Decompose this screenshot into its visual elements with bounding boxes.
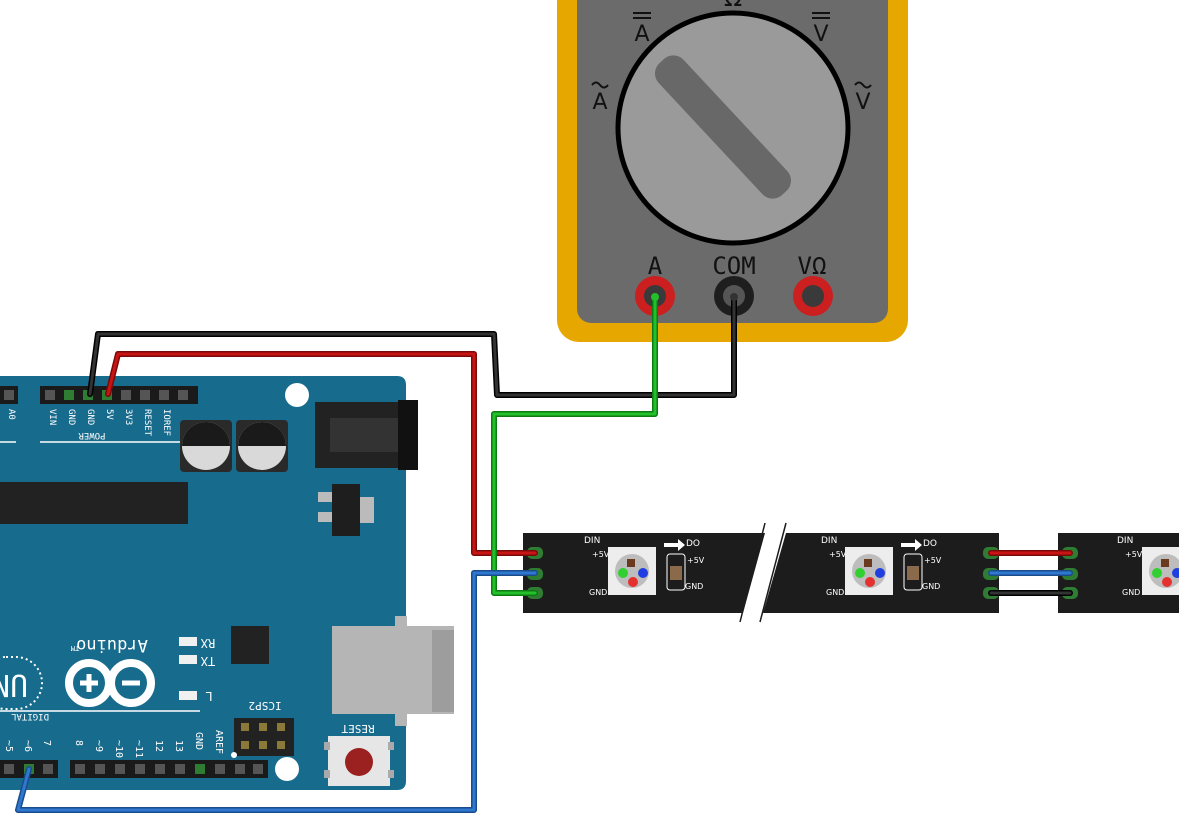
svg-text:DIN: DIN <box>1117 536 1133 546</box>
svg-text:GND: GND <box>685 582 703 591</box>
svg-text:GND: GND <box>922 582 940 591</box>
dial-pointer <box>654 55 792 199</box>
wires <box>15 293 1073 813</box>
svg-text:VIN: VIN <box>47 409 57 425</box>
resistor <box>666 553 686 591</box>
rgb-led <box>608 547 656 595</box>
svg-text:7: 7 <box>41 740 52 746</box>
svg-text:DIN: DIN <box>584 536 600 546</box>
svg-text:+5V: +5V <box>829 550 847 559</box>
svg-text:AREF: AREF <box>213 730 224 754</box>
port-label-com: COM <box>712 252 755 280</box>
svg-text:A: A <box>592 90 607 115</box>
svg-text:DO: DO <box>923 539 937 549</box>
dial-label-ohm: Ω <box>724 0 742 12</box>
dial-label-ac-volts: V <box>854 81 872 115</box>
svg-text:+5V: +5V <box>924 556 942 565</box>
arrow-right-icon <box>664 539 685 551</box>
mounting-hole <box>275 757 299 781</box>
wire-green-amps[interactable] <box>491 294 658 596</box>
svg-text:~6: ~6 <box>22 740 33 752</box>
svg-text:GND: GND <box>193 732 204 750</box>
svg-text:V: V <box>813 22 828 47</box>
svg-text:RESET: RESET <box>142 409 152 437</box>
svg-text:~11: ~11 <box>133 740 144 758</box>
svg-text:GND: GND <box>1122 588 1140 597</box>
multimeter: Ω A V A V A COM VΩ <box>557 0 908 342</box>
mounting-hole <box>285 383 309 407</box>
led-strip-segment: DIN +5V GND DO +5V GND <box>523 522 766 623</box>
icsp-header: ICSP2 <box>234 699 294 756</box>
svg-text:5V: 5V <box>104 409 114 420</box>
svg-text:~9: ~9 <box>93 740 104 752</box>
usb-port[interactable] <box>332 616 454 726</box>
dc-power-jack <box>315 400 418 470</box>
svg-text:V: V <box>855 90 870 115</box>
wire-junctions <box>651 293 738 301</box>
port-label-volt-ohm: VΩ <box>798 252 827 280</box>
svg-text:+5V: +5V <box>592 550 610 559</box>
svg-text:13: 13 <box>173 740 184 752</box>
usb-interface-chip <box>231 626 269 664</box>
dial-label-dc-amps: A <box>633 12 651 47</box>
power-header <box>40 386 198 404</box>
svg-text:TX: TX <box>200 654 215 668</box>
svg-text:TM: TM <box>71 644 79 652</box>
led-strip-segment: DIN +5V GND <box>1058 533 1179 613</box>
rgb-led <box>845 547 893 595</box>
voltage-regulator <box>318 484 374 536</box>
volt-ohm-port[interactable] <box>793 276 833 316</box>
svg-text:A0: A0 <box>6 409 16 420</box>
svg-text:~10: ~10 <box>113 740 124 758</box>
microcontroller-chip <box>0 482 188 524</box>
svg-text:DO: DO <box>686 539 700 549</box>
svg-text:8: 8 <box>73 740 84 746</box>
brand-text: Arduino <box>76 635 148 655</box>
dial-label-dc-volts: V <box>812 12 830 47</box>
svg-text:A: A <box>634 22 649 47</box>
arrow-right-icon <box>901 539 922 551</box>
arduino-board: VIN GND GND 5V 3V3 RESET IOREF A0 POWER <box>0 376 454 790</box>
wire-blue-data[interactable] <box>15 570 538 813</box>
capacitor <box>236 420 288 472</box>
svg-text:3V3: 3V3 <box>123 409 133 425</box>
reset-button[interactable]: RESET <box>324 722 394 786</box>
capacitor <box>180 420 232 472</box>
rgb-led <box>1142 547 1179 595</box>
arduino-logo: Arduino TM UN <box>0 635 155 710</box>
rx-led: RX <box>179 636 215 650</box>
svg-text:RX: RX <box>200 636 215 650</box>
port-label-amps: A <box>648 252 663 280</box>
svg-text:ICSP2: ICSP2 <box>248 699 281 712</box>
power-pin-labels: VIN GND GND 5V 3V3 RESET IOREF A0 <box>6 409 171 437</box>
svg-text:GND: GND <box>589 588 607 597</box>
svg-text:DIN: DIN <box>821 536 837 546</box>
svg-text:~5: ~5 <box>3 740 14 752</box>
wire-black-gnd[interactable] <box>87 294 737 398</box>
model-text: UN <box>0 667 28 702</box>
svg-text:+5V: +5V <box>1125 550 1143 559</box>
svg-text:GND: GND <box>85 409 95 425</box>
svg-text:12: 12 <box>153 740 164 752</box>
svg-text:L: L <box>205 689 212 703</box>
l-led: L <box>179 689 213 703</box>
led-strip-segment: DIN +5V GND DO +5V GND <box>759 522 999 623</box>
digital-section-label: DIGITAL <box>11 711 49 721</box>
svg-text:GND: GND <box>826 588 844 597</box>
svg-text:IOREF: IOREF <box>161 409 171 436</box>
svg-text:RESET: RESET <box>341 722 374 735</box>
svg-text:+5V: +5V <box>687 556 705 565</box>
tx-led: TX <box>179 654 215 668</box>
power-section-label: POWER <box>78 430 106 440</box>
svg-text:GND: GND <box>66 409 76 425</box>
board-pcb <box>0 376 406 790</box>
digital-pin-labels: ~5 ~6 7 8 ~9 ~10 ~11 12 13 GND AREF <box>3 730 224 758</box>
resistor <box>903 553 923 591</box>
led-strip: DIN +5V GND DO +5V GND <box>523 522 1179 623</box>
dial-label-ac-amps: A <box>591 81 609 115</box>
